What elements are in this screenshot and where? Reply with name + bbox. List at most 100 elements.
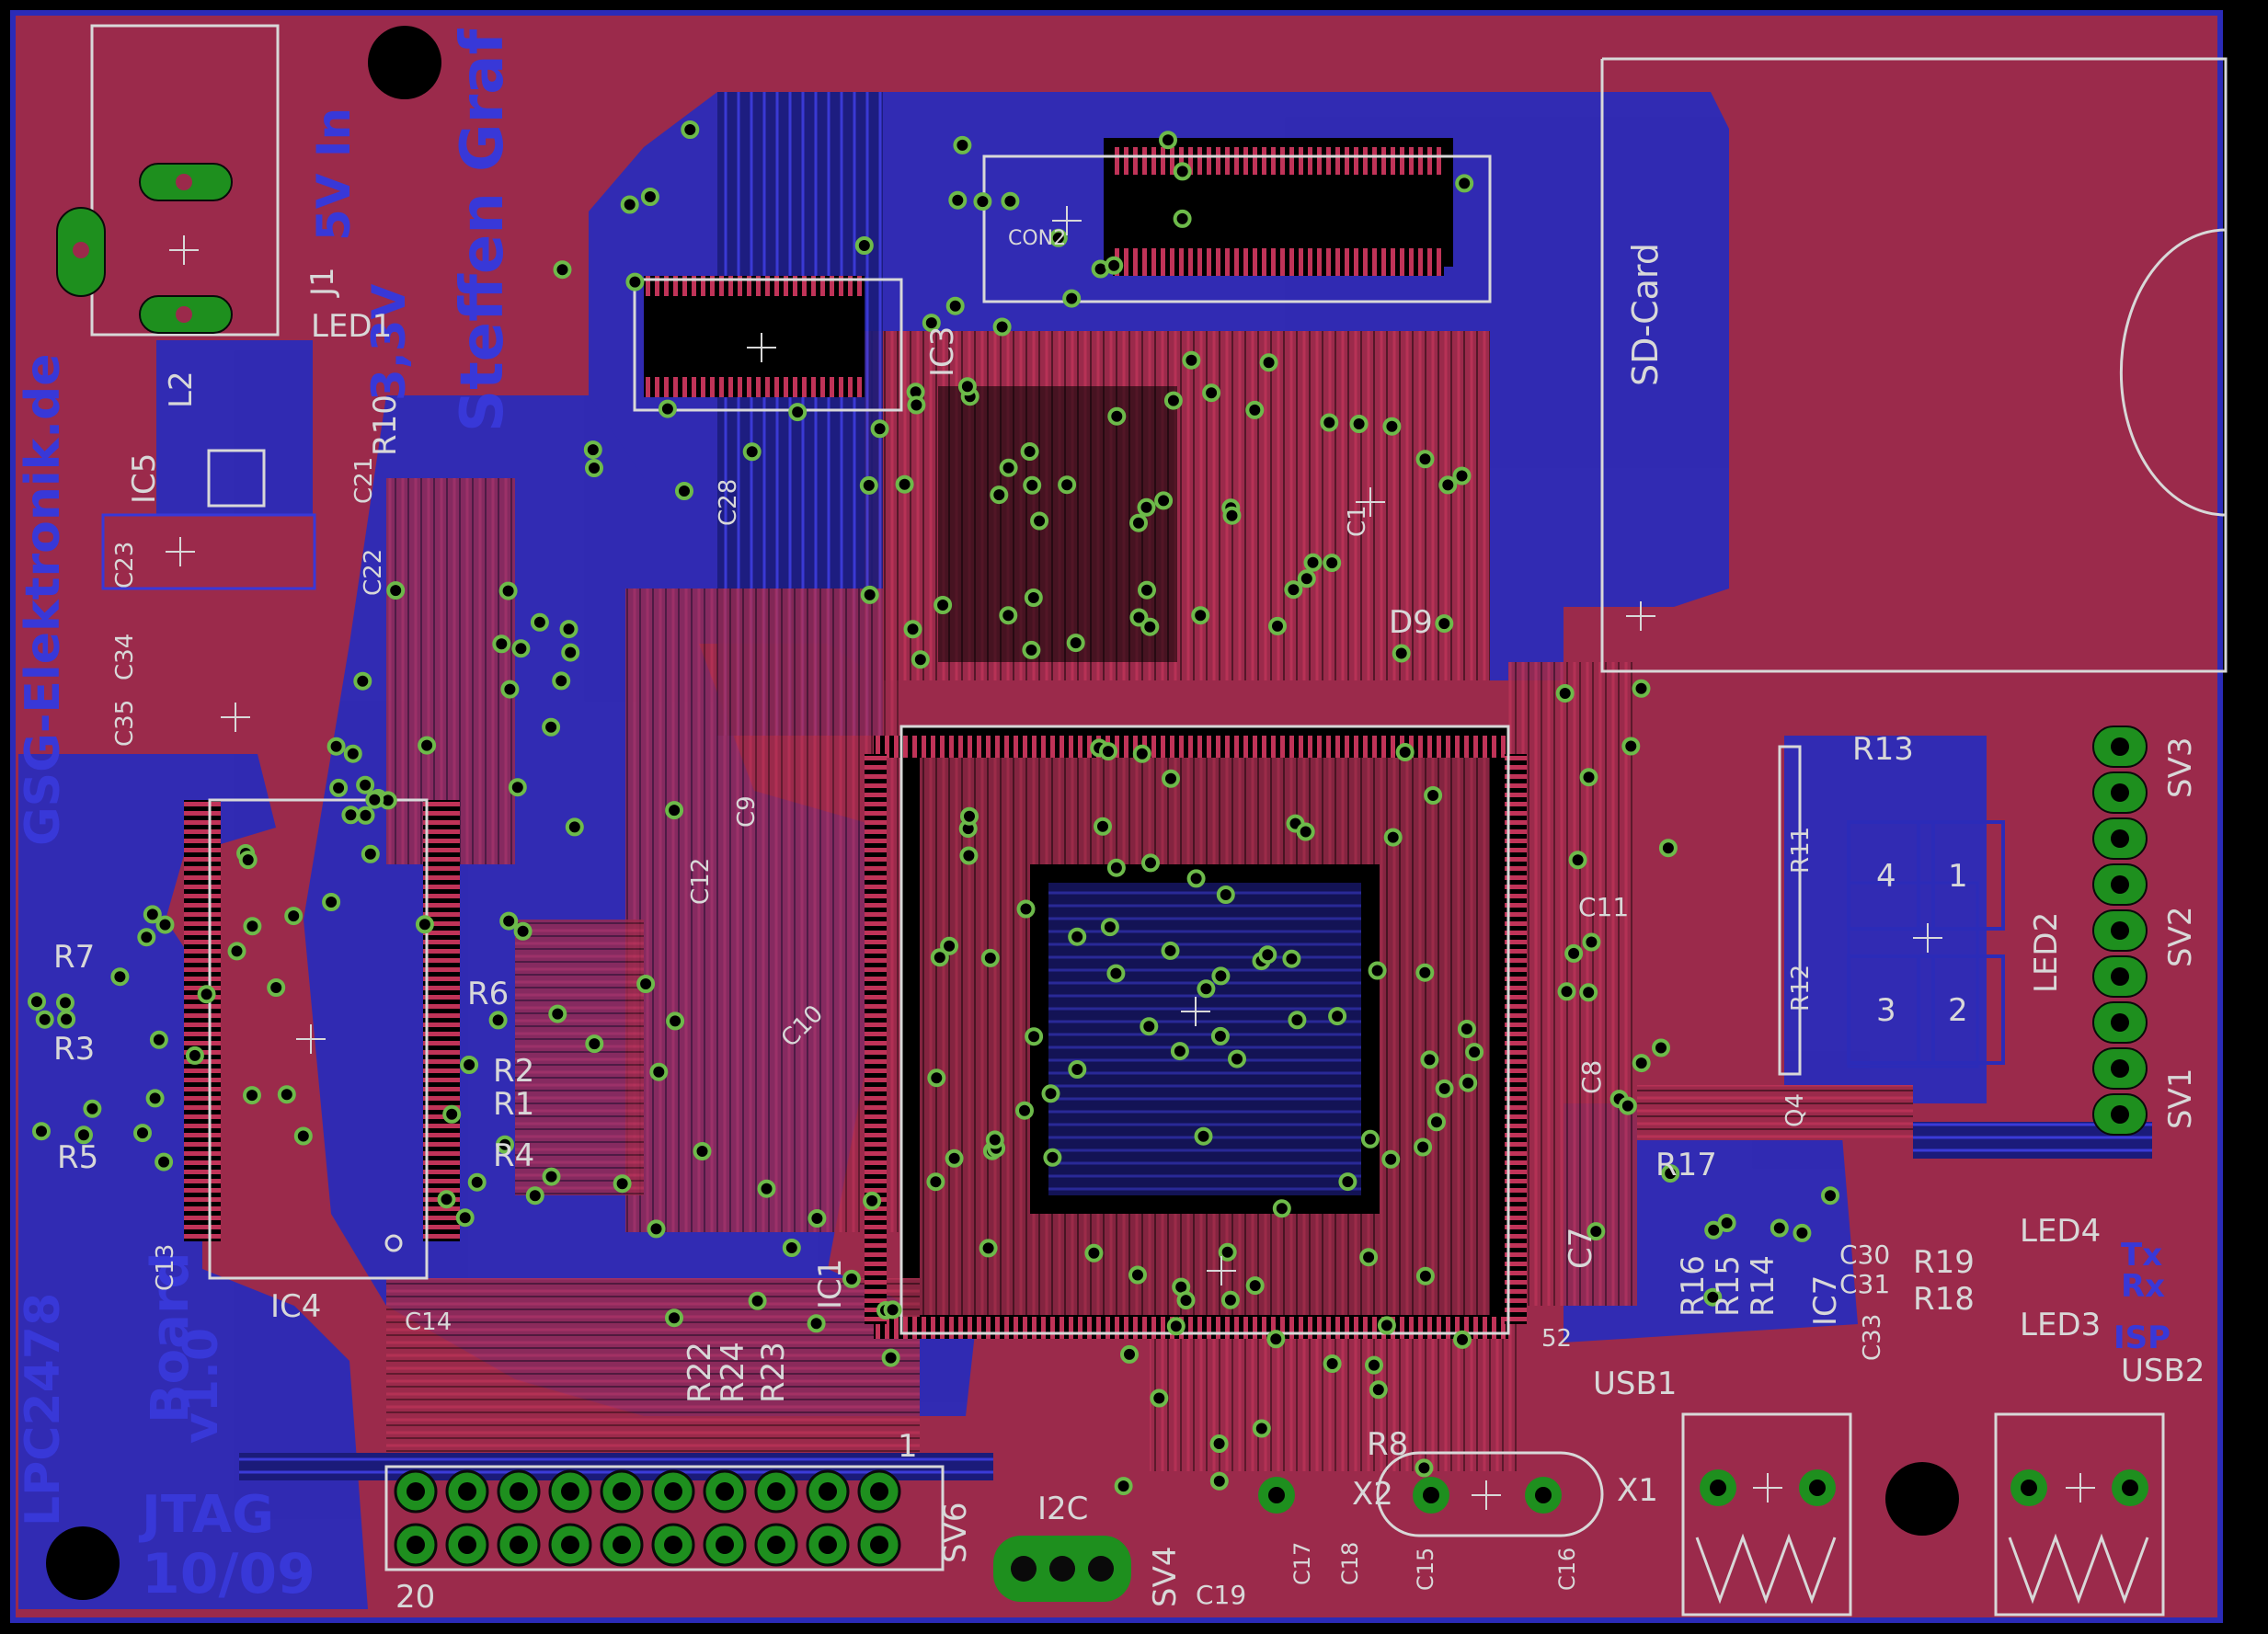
- via: [681, 120, 700, 139]
- via: [1062, 289, 1082, 308]
- via: [1166, 1317, 1186, 1336]
- via: [1338, 1172, 1357, 1192]
- led-seg-2: 2: [1948, 992, 1968, 1029]
- via: [488, 1011, 508, 1030]
- via: [1427, 1113, 1446, 1132]
- pad-drill: [716, 1482, 734, 1501]
- label-pin1: 1: [898, 1428, 918, 1465]
- silkscreen-text: GSG-Elektronik.de LPC2478 Steffen Graf 5…: [16, 29, 2205, 1616]
- via: [499, 911, 519, 931]
- via: [28, 992, 46, 1011]
- via: [625, 272, 645, 291]
- via: [1415, 450, 1435, 469]
- label-c31: C31: [1839, 1269, 1890, 1299]
- via: [1084, 1243, 1104, 1263]
- via: [1435, 614, 1454, 634]
- via: [1303, 553, 1323, 572]
- via: [511, 639, 531, 658]
- via: [1618, 1096, 1637, 1115]
- via: [110, 967, 130, 987]
- via: [343, 744, 362, 763]
- via: [1360, 1129, 1380, 1148]
- via: [1228, 1049, 1246, 1068]
- via: [356, 806, 375, 825]
- via: [353, 671, 372, 691]
- label-c8: C8: [1576, 1060, 1607, 1094]
- pad-drill: [2111, 737, 2129, 756]
- label-sd-card: SD-Card: [1625, 243, 1666, 386]
- via: [1258, 945, 1277, 965]
- j1-pads: [56, 163, 233, 334]
- silkscreen-outlines: [90, 24, 2228, 1617]
- via: [649, 1062, 669, 1081]
- via: [1129, 513, 1148, 532]
- via: [508, 778, 527, 797]
- sd-card-outline: [1600, 57, 2228, 673]
- via: [496, 1135, 514, 1154]
- via: [1220, 1290, 1240, 1309]
- via: [552, 671, 571, 691]
- via: [1435, 1079, 1454, 1098]
- via: [1161, 941, 1180, 960]
- via: [1016, 899, 1036, 919]
- via: [155, 915, 175, 934]
- label-r19: R19: [1913, 1244, 1975, 1281]
- via: [1106, 858, 1126, 877]
- label-c7: C7: [1563, 1228, 1599, 1269]
- via: [808, 1209, 827, 1228]
- label-ic1: IC1: [812, 1259, 849, 1309]
- via: [992, 317, 1012, 337]
- sv-right-header-pads: [2092, 726, 2148, 1136]
- label-ic3: IC3: [924, 326, 961, 377]
- label-q4: Q4: [1781, 1093, 1809, 1127]
- via: [1209, 1434, 1229, 1453]
- via: [1211, 966, 1231, 986]
- via: [243, 917, 262, 936]
- via: [1282, 949, 1301, 968]
- pad-drill: [510, 1536, 528, 1554]
- label-sv1: SV1: [2162, 1068, 2199, 1129]
- via: [437, 1190, 456, 1209]
- rx-text: Rx: [2121, 1268, 2165, 1305]
- via: [1288, 1011, 1307, 1030]
- via: [1100, 918, 1119, 937]
- via: [860, 585, 879, 604]
- via: [911, 650, 930, 669]
- label-c30: C30: [1839, 1240, 1890, 1270]
- via: [185, 1046, 204, 1065]
- via: [1296, 822, 1315, 841]
- via: [1015, 1101, 1034, 1120]
- via: [1579, 768, 1598, 787]
- via: [973, 192, 992, 211]
- via: [1138, 580, 1156, 600]
- via: [329, 778, 349, 797]
- via: [934, 596, 953, 614]
- via: [133, 1124, 152, 1143]
- label-j1: J1: [304, 267, 341, 298]
- via: [548, 1004, 567, 1023]
- via: [1420, 1050, 1439, 1069]
- via: [525, 1186, 544, 1206]
- via: [585, 459, 603, 477]
- via: [959, 846, 979, 865]
- via: [1023, 475, 1042, 495]
- via: [1025, 1027, 1044, 1046]
- via: [1030, 511, 1049, 531]
- via: [56, 993, 74, 1012]
- via: [498, 581, 518, 600]
- via: [83, 1099, 102, 1118]
- pad-drill: [870, 1536, 888, 1554]
- label-r11: R11: [1787, 827, 1815, 874]
- label-r10: R10: [367, 394, 404, 456]
- jtag-text: JTAG: [138, 1485, 274, 1545]
- via: [613, 1174, 632, 1194]
- via: [1043, 1148, 1062, 1167]
- via: [1176, 1291, 1196, 1310]
- via: [553, 260, 572, 280]
- label-c33: C33: [1859, 1314, 1886, 1361]
- label-r13: R13: [1852, 731, 1914, 768]
- usb-zigzag-silk: [1695, 1533, 2149, 1605]
- label-r24: R24: [715, 1342, 751, 1403]
- via: [1186, 869, 1206, 888]
- label-usb2: USB2: [2121, 1353, 2205, 1389]
